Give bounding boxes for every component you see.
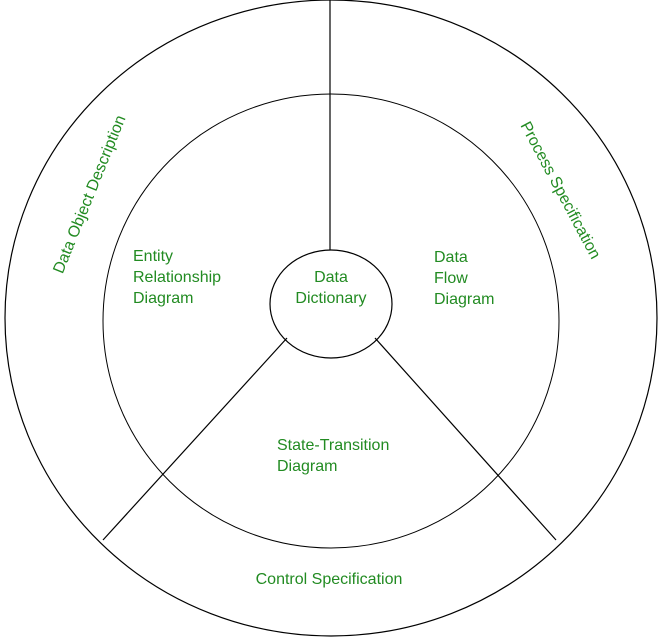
label-line: Flow xyxy=(434,270,468,287)
label-line: Dictionary xyxy=(295,290,367,307)
label-line: State-Transition xyxy=(277,437,390,454)
erd-label: Entity Relationship Diagram xyxy=(133,246,221,309)
label-line: Relationship xyxy=(133,269,222,286)
label-line: Data xyxy=(314,269,348,286)
outer-ring xyxy=(4,0,658,637)
label-line: Data xyxy=(434,249,468,266)
data-dictionary-label: Data Dictionary xyxy=(271,267,391,309)
dfd-label: Data Flow Diagram xyxy=(434,247,494,310)
inner-ring xyxy=(102,93,560,549)
label-line: Diagram xyxy=(133,290,194,307)
std-label: State-Transition Diagram xyxy=(277,435,389,477)
label-line: Entity xyxy=(133,248,174,265)
label-line: Diagram xyxy=(434,291,495,308)
center-circle xyxy=(269,249,393,359)
divider-right xyxy=(374,337,557,541)
divider-left xyxy=(102,337,288,541)
control-specification-label: Control Specification xyxy=(255,571,403,588)
label-line: Diagram xyxy=(277,458,338,475)
